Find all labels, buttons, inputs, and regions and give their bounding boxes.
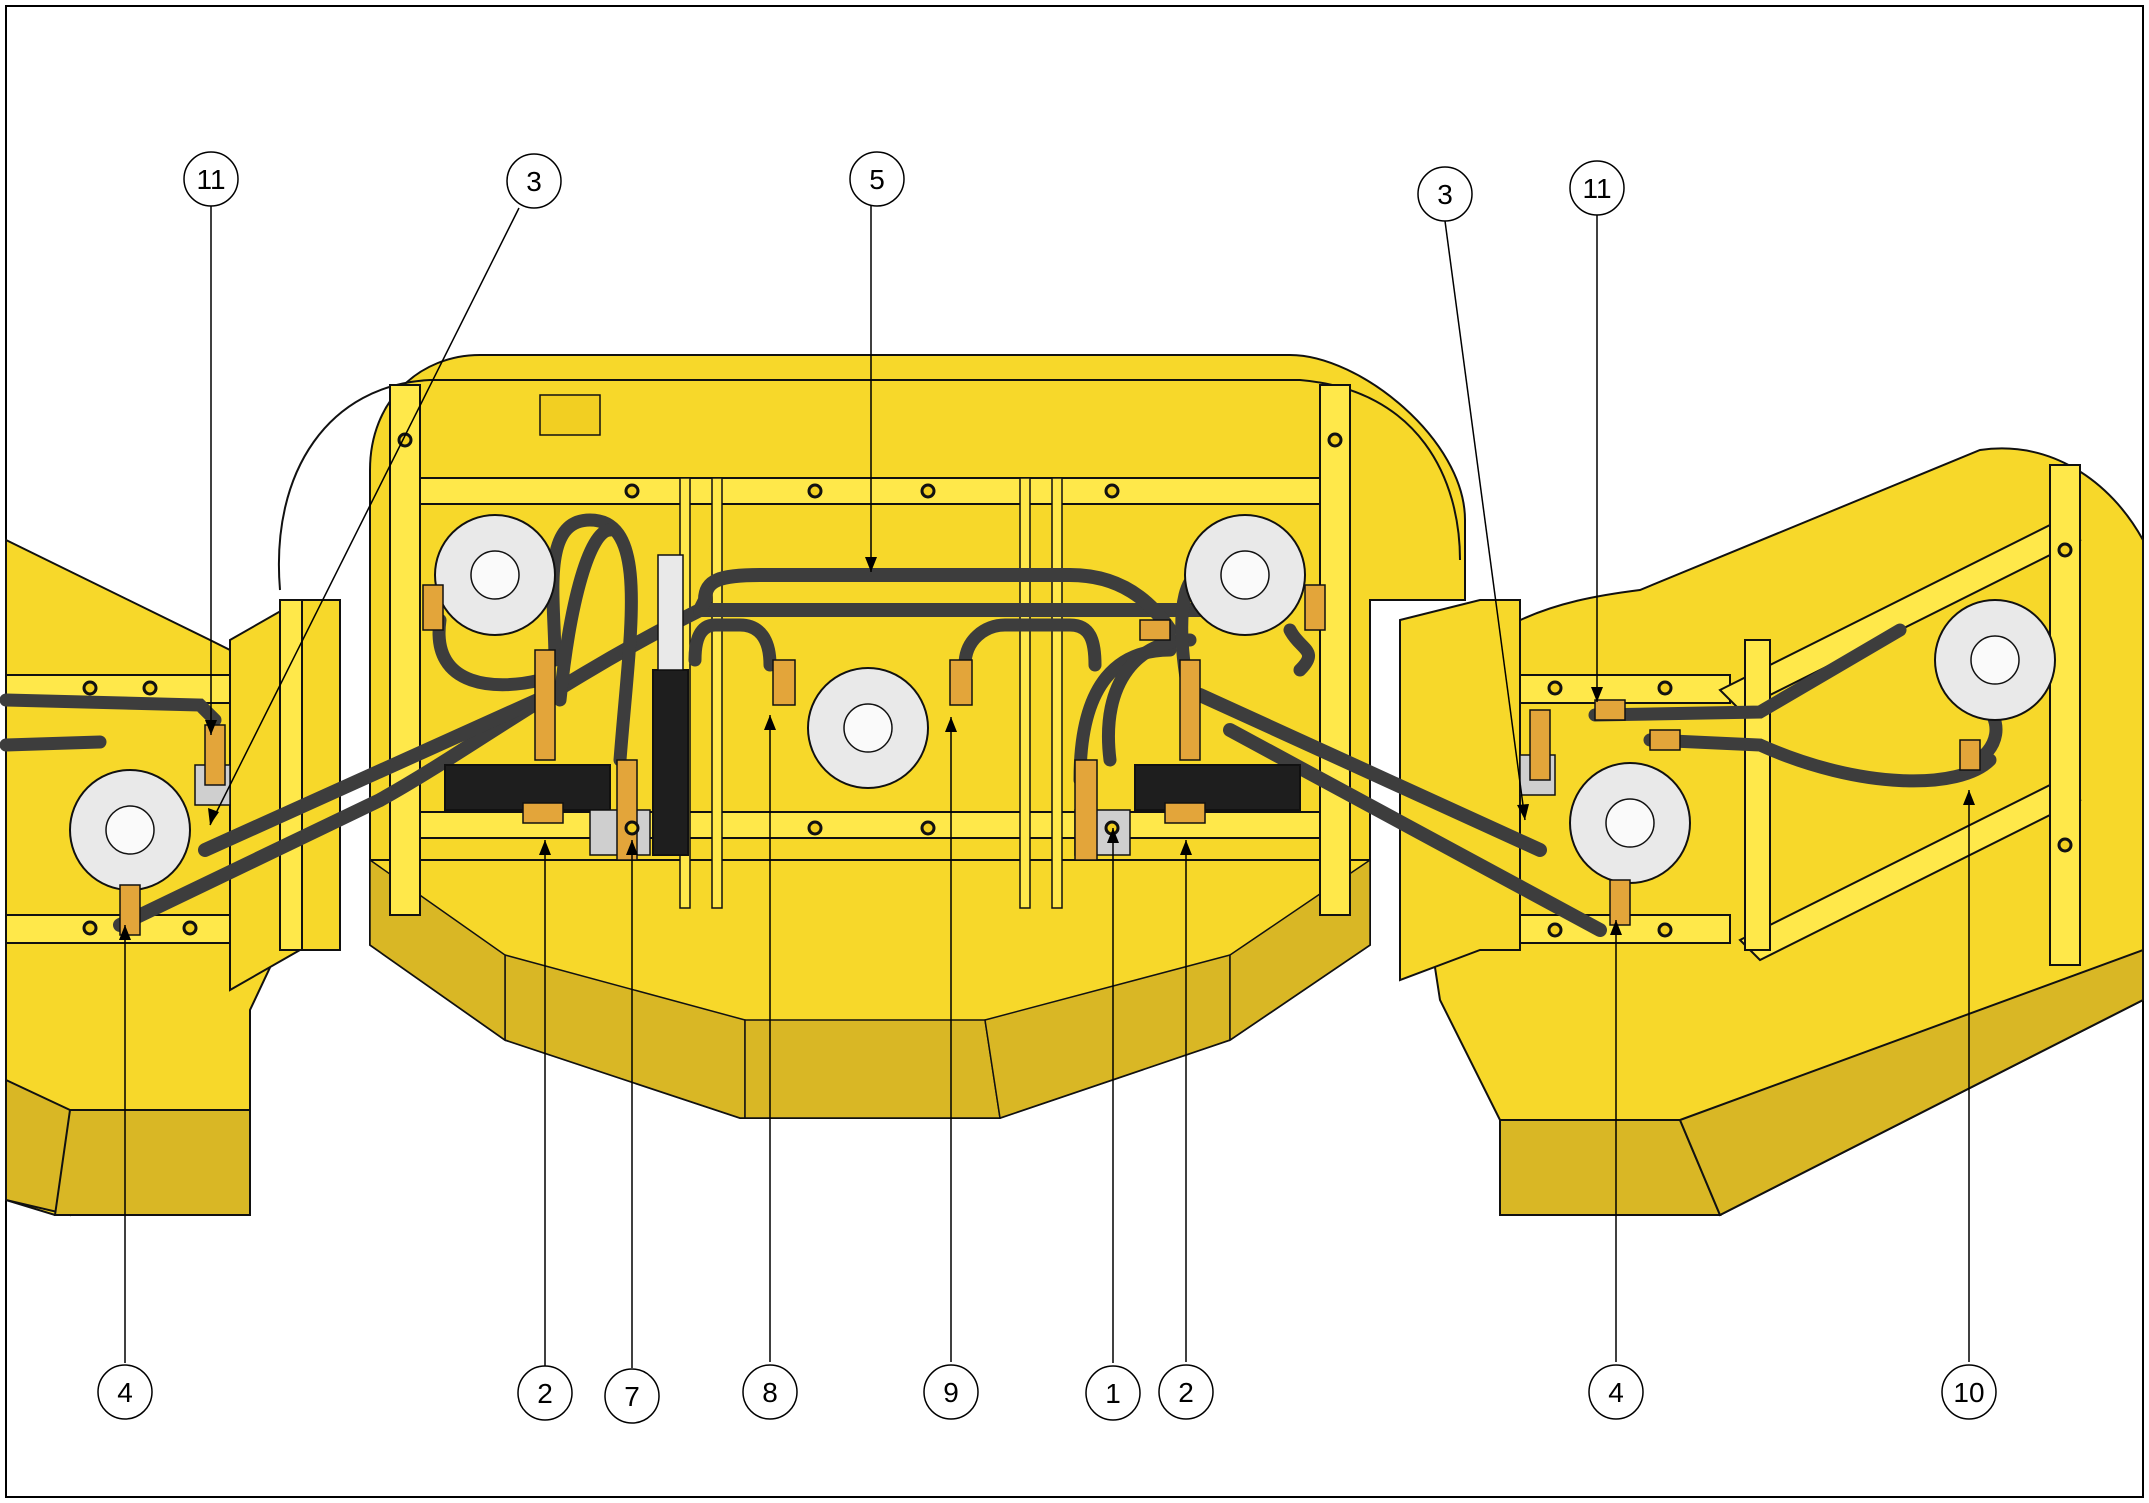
- callouts: 11 3 5 3 11 4 2 7 8 9 1 2 4 10: [97, 151, 1997, 1424]
- callout-3-right: 3: [1417, 166, 1473, 222]
- svg-text:2: 2: [1178, 1377, 1194, 1408]
- valve-right: [1134, 764, 1301, 811]
- svg-text:9: 9: [943, 1377, 959, 1408]
- svg-text:11: 11: [196, 164, 225, 195]
- callout-4-left: 4: [97, 1364, 153, 1420]
- callout-2-left: 2: [517, 1365, 573, 1421]
- callout-10: 10: [1941, 1364, 1997, 1420]
- svg-text:8: 8: [762, 1377, 778, 1408]
- svg-text:4: 4: [117, 1377, 133, 1408]
- callout-1: 1: [1085, 1365, 1141, 1421]
- motor-hubs: [105, 550, 2020, 855]
- callout-4-right: 4: [1588, 1364, 1644, 1420]
- frame-bolts: [82, 432, 2073, 938]
- brass-fittings: [119, 584, 1981, 936]
- hydraulic-motors: [69, 514, 2056, 891]
- leader-arrowheads: [119, 557, 1975, 940]
- callout-9: 9: [923, 1364, 979, 1420]
- svg-text:2: 2: [537, 1378, 553, 1409]
- svg-text:11: 11: [1582, 173, 1611, 204]
- svg-text:4: 4: [1608, 1377, 1624, 1408]
- leader-lines: [124, 205, 1970, 1368]
- callout-7: 7: [604, 1368, 660, 1424]
- svg-text:3: 3: [1437, 179, 1453, 210]
- callout-5: 5: [849, 151, 905, 207]
- svg-text:10: 10: [1953, 1377, 1984, 1408]
- svg-text:1: 1: [1105, 1378, 1121, 1409]
- callout-11-right: 11: [1569, 160, 1625, 216]
- hydraulic-cylinder: [652, 669, 689, 856]
- callout-3-left: 3: [506, 153, 562, 209]
- svg-text:5: 5: [869, 164, 885, 195]
- svg-text:3: 3: [526, 166, 542, 197]
- callout-11-left: 11: [183, 151, 239, 207]
- callout-8: 8: [742, 1364, 798, 1420]
- svg-text:7: 7: [624, 1381, 640, 1412]
- left-wing-deck: [5, 538, 341, 1217]
- callout-2-right: 2: [1158, 1364, 1214, 1420]
- cylinder-rod: [657, 554, 684, 671]
